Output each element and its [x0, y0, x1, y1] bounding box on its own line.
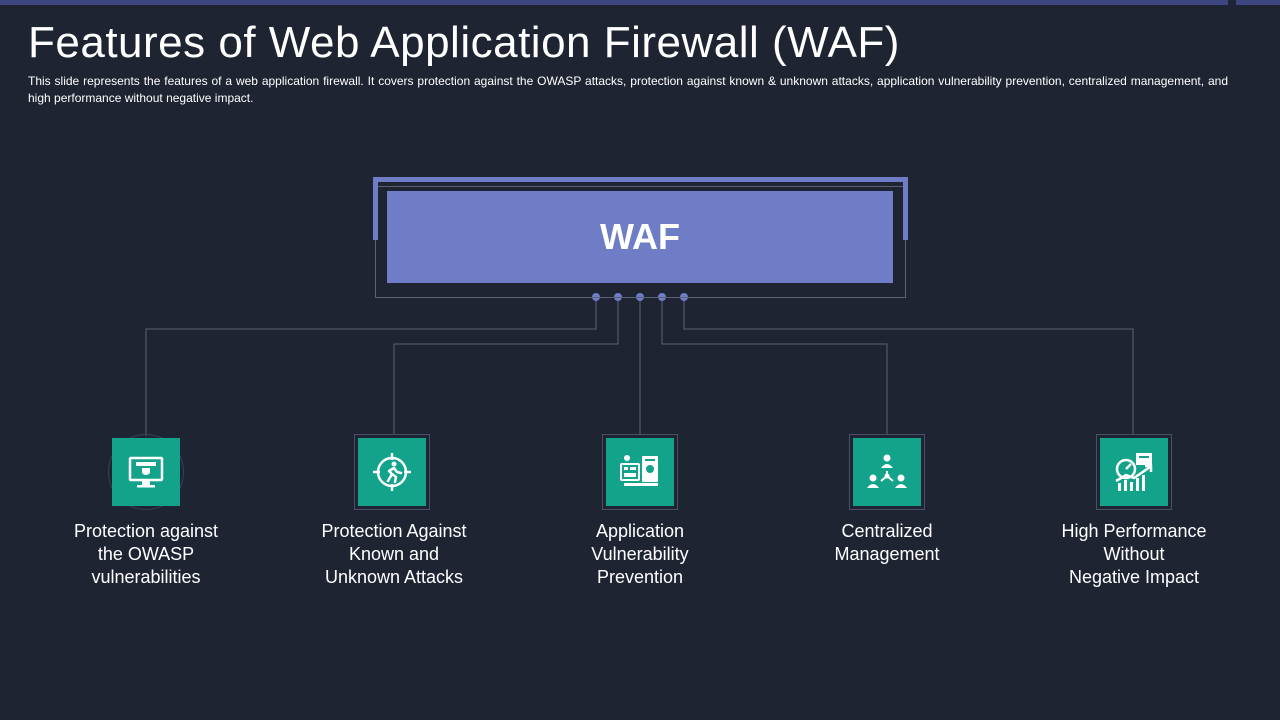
feature-label: High Performance Without Negative Impact	[1061, 521, 1207, 587]
feature-label: Application Vulnerability Prevention	[591, 521, 689, 587]
feature-icon-tile	[354, 434, 430, 510]
target-runner-icon	[358, 438, 426, 506]
web-shield-icon	[112, 438, 180, 506]
feature-label: Protection against the OWASP vulnerabili…	[73, 521, 219, 587]
page-title: Features of Web Application Firewall (WA…	[28, 18, 900, 67]
feature-icon-tile	[1096, 434, 1172, 510]
network-people-icon	[853, 438, 921, 506]
app-devices-icon	[606, 438, 674, 506]
performance-gauge-icon	[1100, 438, 1168, 506]
top-accent-bar-end	[1236, 0, 1280, 5]
connector-line-4	[661, 297, 888, 434]
feature-label: Protection Against Known and Unknown Att…	[321, 521, 467, 587]
feature-icon-tile	[602, 434, 678, 510]
connector-line-1	[145, 297, 597, 436]
waf-root-label: WAF	[600, 216, 680, 257]
feature-icon-tile	[108, 434, 184, 510]
page-description: This slide represents the features of a …	[28, 74, 1228, 105]
waf-frame	[373, 177, 908, 240]
top-accent-bar	[0, 0, 1228, 5]
feature-icon-tile	[849, 434, 925, 510]
waf-root-box: WAF	[387, 191, 893, 283]
connector-line-5	[683, 297, 1134, 434]
connector-line-2	[393, 297, 619, 434]
waf-outline	[375, 186, 906, 298]
feature-label: Centralized Management	[834, 521, 940, 564]
